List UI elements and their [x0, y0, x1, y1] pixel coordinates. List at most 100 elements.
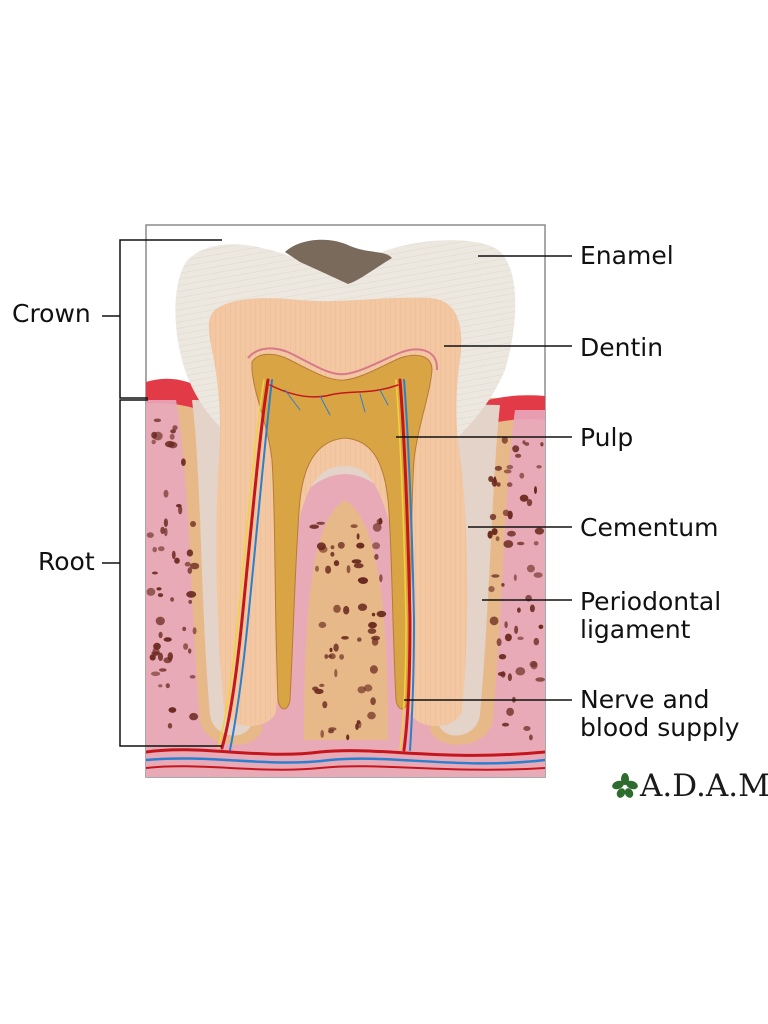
- periodontal-ligament-label-line2: ligament: [580, 615, 691, 644]
- bone-spot: [371, 612, 376, 617]
- adam-logo: A.D.A.M.: [612, 768, 768, 804]
- bone-spot: [355, 723, 359, 730]
- bone-spot: [178, 505, 183, 515]
- nerve-label-line1: Nerve and: [580, 685, 710, 714]
- bone-spot: [504, 621, 508, 629]
- pulp-label: Pulp: [580, 423, 634, 452]
- bone-spot: [489, 513, 497, 521]
- bone-spot: [187, 567, 193, 574]
- bone-spot: [357, 686, 366, 694]
- bone-spot: [498, 654, 507, 660]
- leader-lines: [396, 255, 572, 701]
- bone-spot: [186, 591, 197, 598]
- bone-spot: [186, 549, 194, 557]
- bone-spot: [343, 605, 350, 615]
- crown-bracket: [102, 239, 222, 399]
- bone-spot: [190, 521, 196, 527]
- bone-spot: [494, 465, 502, 471]
- bone-spot: [151, 671, 161, 677]
- bone-spot: [496, 482, 501, 487]
- bone-spot: [163, 657, 172, 664]
- bone-spot: [370, 697, 376, 706]
- bone-spot: [163, 518, 168, 527]
- bone-spot: [172, 425, 178, 431]
- bone-spot: [184, 561, 191, 567]
- bone-spot: [334, 669, 338, 678]
- bone-spot: [534, 527, 545, 535]
- bone-spot: [330, 551, 335, 557]
- bone-spot: [523, 726, 531, 731]
- bone-spot: [346, 734, 350, 741]
- bone-spot: [372, 542, 381, 550]
- bone-spot: [515, 453, 522, 458]
- gum-left: [146, 378, 205, 412]
- bone-spot: [489, 616, 499, 626]
- bone-spot: [367, 628, 377, 634]
- bone-spot: [328, 654, 332, 658]
- bone-spot: [357, 637, 362, 642]
- bone-spot: [533, 637, 540, 646]
- bone-spot: [504, 633, 512, 642]
- bone-spot: [159, 668, 167, 672]
- bone-spot: [514, 625, 519, 634]
- bone-spot: [506, 482, 513, 487]
- bone-spot: [363, 684, 373, 692]
- bone-spot: [163, 489, 169, 498]
- bone-spot: [174, 557, 180, 564]
- bone-spot: [328, 729, 334, 734]
- dentin-label: Dentin: [580, 333, 664, 362]
- bone-spot: [367, 711, 376, 720]
- bone-spot: [337, 541, 345, 549]
- bone-spot: [374, 553, 379, 560]
- bone-spot: [526, 564, 535, 573]
- bone-spot: [506, 707, 514, 716]
- bone-spot: [181, 458, 186, 467]
- bone-spot: [153, 418, 162, 423]
- bone-spot: [503, 469, 512, 474]
- bone-spot: [501, 583, 505, 587]
- pulp: [251, 353, 433, 710]
- bone-spot: [158, 684, 163, 688]
- bone-spot: [529, 734, 533, 741]
- bone-spot: [529, 604, 535, 613]
- bone-spot: [488, 586, 495, 593]
- bone-spot: [488, 476, 494, 482]
- bone-spot: [152, 647, 160, 657]
- bone-spot: [379, 574, 383, 583]
- bone-spot: [168, 707, 177, 713]
- bone-spot: [522, 440, 526, 445]
- bone-spot: [353, 563, 364, 569]
- bone-spot: [188, 599, 192, 604]
- bone-spot: [158, 631, 163, 639]
- bone-spot: [329, 647, 333, 653]
- bone-spot: [322, 701, 328, 709]
- leaf-icon: [612, 773, 638, 798]
- bone-spot: [540, 442, 544, 447]
- bone-spot: [165, 683, 170, 689]
- bone-spot: [495, 536, 500, 542]
- bone-spot: [156, 587, 162, 591]
- bone-spot: [533, 541, 539, 546]
- crown-label: Crown: [12, 299, 91, 328]
- bone-spot: [170, 429, 177, 434]
- bone-spot: [316, 521, 326, 525]
- bone-spot: [517, 541, 525, 546]
- bone-spot: [151, 431, 158, 439]
- bone-spot: [357, 603, 368, 611]
- bone-spot: [496, 638, 502, 647]
- bone-spot: [519, 494, 529, 502]
- bone-spot: [189, 675, 196, 679]
- bone-spot: [320, 729, 325, 738]
- bone-spot: [151, 439, 156, 445]
- crown-fissure: [285, 239, 392, 284]
- bone-trabeculae: [146, 418, 545, 741]
- bone-spot: [164, 527, 168, 537]
- bone-spot: [513, 574, 517, 581]
- bone-spot: [519, 472, 525, 479]
- bone-spot: [160, 526, 165, 535]
- bone-spot: [526, 499, 533, 507]
- bone-spot: [333, 643, 339, 652]
- bone-spot: [146, 587, 156, 596]
- bone-spot: [330, 545, 335, 550]
